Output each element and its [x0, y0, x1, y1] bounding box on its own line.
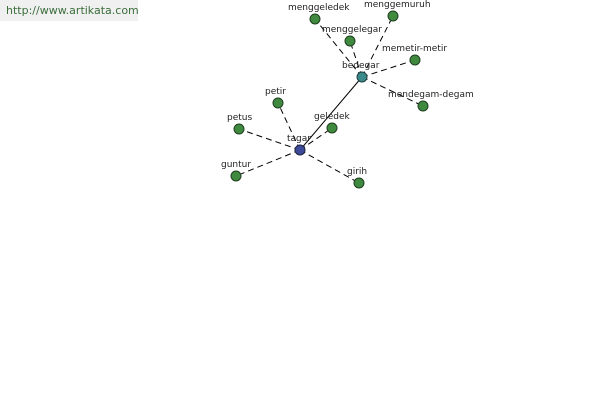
node-label-petir[interactable]: petir [265, 87, 286, 97]
node-label-geledek[interactable]: geledek [314, 112, 351, 122]
edges-layer [235, 15, 424, 184]
node-circle-girih[interactable] [353, 177, 365, 189]
node-menggemuruh[interactable]: menggemuruh [364, 0, 431, 22]
edge-bedegar-mendegam-degam [361, 76, 424, 107]
edge-tagar-guntur [235, 149, 301, 177]
node-label-guntur[interactable]: guntur [221, 160, 251, 170]
edge-bedegar-menggelegar [349, 40, 363, 78]
node-guntur[interactable]: guntur [221, 160, 251, 182]
nodes-layer: tagar bedegar menggeledek menggemuruh mengge… [221, 0, 474, 189]
node-circle-mendegam-degam[interactable] [417, 100, 429, 112]
node-petus[interactable]: petus [227, 113, 252, 135]
node-circle-guntur[interactable] [230, 170, 242, 182]
edge-tagar-geledek [299, 127, 333, 151]
edge-tagar-girih [299, 149, 360, 184]
node-label-petus[interactable]: petus [227, 113, 252, 123]
node-label-girih[interactable]: girih [347, 167, 367, 177]
edge-tagar-petir [277, 102, 301, 151]
edge-bedegar-menggeledek [314, 18, 363, 78]
node-circle-petir[interactable] [272, 97, 284, 109]
node-circle-memetir-metir[interactable] [409, 54, 421, 66]
node-tagar[interactable]: tagar [287, 134, 311, 156]
node-bedegar[interactable]: bedegar [342, 61, 380, 83]
node-circle-menggemuruh[interactable] [387, 10, 399, 22]
node-label-tagar[interactable]: tagar [287, 134, 311, 144]
edge-tagar-bedegar [299, 76, 363, 151]
node-geledek[interactable]: geledek [314, 112, 351, 134]
node-circle-petus[interactable] [233, 123, 245, 135]
node-circle-bedegar[interactable] [356, 71, 368, 83]
site-url-banner[interactable]: http://www.artikata.com [0, 0, 139, 21]
node-label-menggelegar[interactable]: menggelegar [322, 25, 382, 35]
node-girih[interactable]: girih [347, 167, 367, 189]
node-mendegam-degam[interactable]: mendegam-degam [388, 90, 474, 112]
node-petir[interactable]: petir [265, 87, 286, 109]
node-circle-menggelegar[interactable] [344, 35, 356, 47]
node-menggelegar[interactable]: menggelegar [322, 25, 382, 47]
node-circle-tagar[interactable] [294, 144, 306, 156]
node-circle-geledek[interactable] [326, 122, 338, 134]
node-label-memetir-metir[interactable]: memetir-metir [382, 44, 447, 54]
node-memetir-metir[interactable]: memetir-metir [382, 44, 447, 66]
edge-bedegar-menggemuruh [361, 15, 394, 78]
node-circle-menggeledek[interactable] [309, 13, 321, 25]
edge-tagar-petus [238, 128, 301, 151]
node-label-bedegar[interactable]: bedegar [342, 61, 380, 71]
node-menggeledek[interactable]: menggeledek [288, 3, 350, 25]
node-label-menggemuruh[interactable]: menggemuruh [364, 0, 431, 10]
node-label-menggeledek[interactable]: menggeledek [288, 3, 350, 13]
node-label-mendegam-degam[interactable]: mendegam-degam [388, 90, 474, 100]
